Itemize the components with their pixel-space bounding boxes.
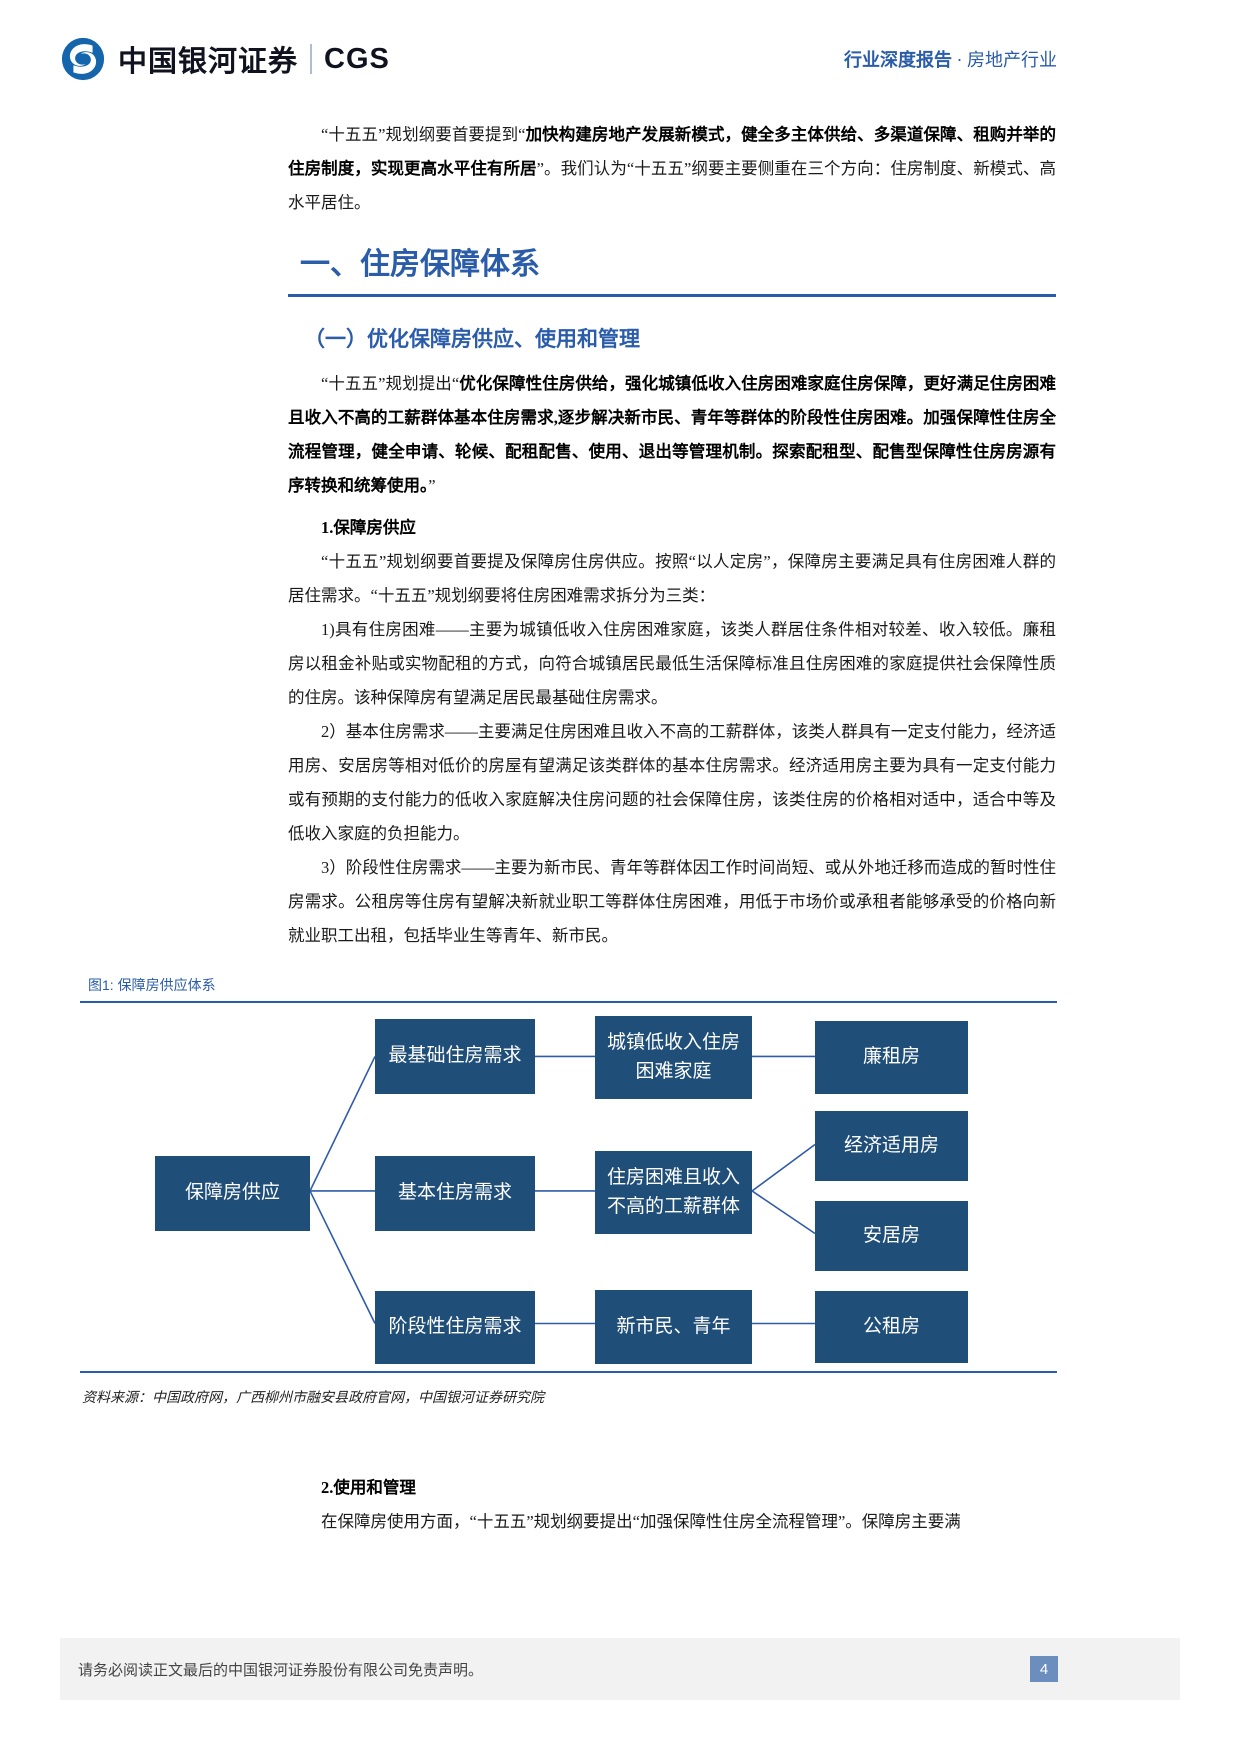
node-root: 保障房供应: [155, 1156, 310, 1231]
main-content: “十五五”规划纲要首要提到“加快构建房地产发展新模式，健全多主体供给、多渠道保障…: [80, 118, 1057, 1539]
report-label-separator: ·: [952, 50, 967, 70]
section-title: 一、住房保障体系: [300, 248, 540, 281]
supply-paragraph-4: 3）阶段性住房需求——主要为新市民、青年等群体因工作时间尚短、或从外地迁移而造成…: [288, 858, 1056, 945]
disclaimer-text: 请务必阅读正文最后的中国银河证券股份有限公司免责声明。: [78, 1662, 484, 1679]
brand-name-cn: 中国银河证券: [118, 46, 299, 78]
node-anju-house: 安居房: [815, 1201, 968, 1271]
node-stage-need: 阶段性住房需求: [375, 1291, 535, 1364]
node-low-income-家庭: 城镇低收入住房困难家庭: [595, 1016, 752, 1099]
page-header: 中国银河证券 CGS 行业深度报告 · 房地产行业: [60, 36, 1057, 82]
node-basic-most: 最基础住房需求: [375, 1019, 535, 1094]
brand-lockup: 中国银河证券 CGS: [60, 36, 390, 82]
node-worker-group: 住房困难且收入不高的工薪群体: [595, 1151, 752, 1234]
brand-name-en: CGS: [324, 42, 390, 75]
subsection-title: （一）优化保障房供应、使用和管理: [304, 328, 640, 351]
intro-bold: 加快构建房地产发展新模式，健全多主体供给、多渠道保障、租购并举的住房制度，实现更…: [288, 125, 1056, 178]
galaxy-logo-icon: [61, 37, 105, 81]
quote-pre: “十五五”规划提出“: [321, 374, 460, 393]
intro-pre: “十五五”规划纲要首要提到“: [321, 125, 526, 144]
figure-source: 资料来源：中国政府网，广西柳州市融安县政府官网，中国银河证券研究院: [82, 1391, 544, 1406]
intro-post: ”。我们认为“十五五”纲要主要侧重在三个方向：住房制度、新模式、高水平居住。: [288, 159, 1056, 212]
report-type: 行业深度报告: [844, 50, 952, 70]
header-report-label: 行业深度报告 · 房地产行业: [844, 46, 1057, 72]
node-public-rental: 公租房: [815, 1291, 968, 1363]
usage-paragraph: 在保障房使用方面，“十五五”规划纲要提出“加强保障性住房全流程管理”。保障房主要…: [321, 1512, 961, 1531]
node-basic-need: 基本住房需求: [375, 1156, 535, 1231]
page-footer: 请务必阅读正文最后的中国银河证券股份有限公司免责声明。 4: [60, 1638, 1180, 1700]
figure-1: 图1: 保障房供应体系 保障: [80, 975, 1057, 1407]
quote-paragraph: “十五五”规划提出“优化保障性住房供给，强化城镇低收入住房困难家庭住房保障，更好…: [288, 367, 1056, 503]
node-lianzu-house: 廉租房: [815, 1021, 968, 1094]
intro-paragraph: “十五五”规划纲要首要提到“加快构建房地产发展新模式，健全多主体供给、多渠道保障…: [288, 118, 1056, 220]
supply-paragraph-2: 1)具有住房困难——主要为城镇低收入住房困难家庭，该类人群居住条件相对较差、收入…: [288, 620, 1056, 707]
figure-caption: 图1: 保障房供应体系: [88, 977, 216, 993]
quote-post: ”: [428, 476, 436, 495]
supply-paragraph-3: 2）基本住房需求——主要满足住房困难且收入不高的工薪群体，该类人群具有一定支付能…: [288, 722, 1056, 843]
usage-heading: 2.使用和管理: [321, 1478, 416, 1497]
brand-divider: [310, 44, 313, 74]
report-industry: 房地产行业: [967, 50, 1057, 70]
node-new-citizens: 新市民、青年: [595, 1290, 752, 1364]
page-number-badge: 4: [1030, 1656, 1058, 1682]
supply-heading: 1.保障房供应: [321, 518, 416, 537]
node-economic-house: 经济适用房: [815, 1111, 968, 1181]
figure-diagram: 保障房供应 最基础住房需求 基本住房需求 阶段性住房需求 城镇低收入住房困难家庭…: [80, 1001, 1057, 1373]
supply-paragraph-1: “十五五”规划纲要首要提及保障房住房供应。按照“以人定房”，保障房主要满足具有住…: [288, 552, 1056, 605]
diagram-connector-lines: [309, 1055, 816, 1325]
section-title-rule: 一、住房保障体系: [288, 244, 1056, 297]
quote-bold: 优化保障性住房供给，强化城镇低收入住房困难家庭住房保障，更好满足住房困难且收入不…: [288, 374, 1056, 495]
